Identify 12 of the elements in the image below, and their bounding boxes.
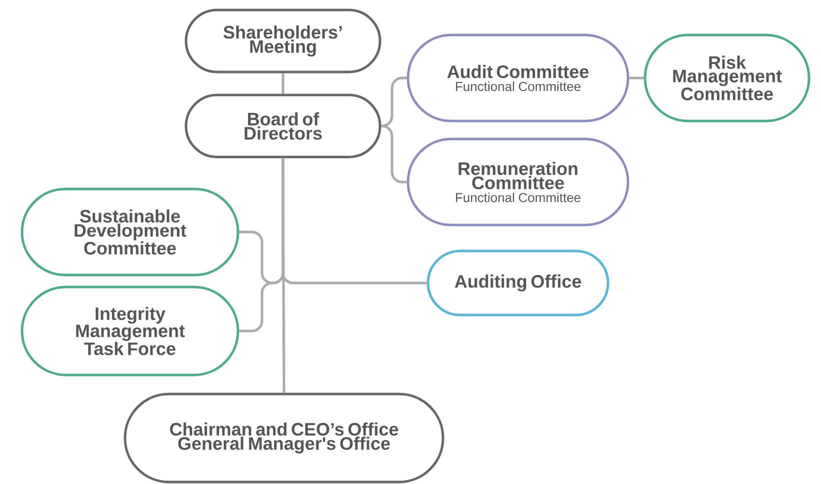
connector — [282, 73, 284, 94]
org-box: Integrity Management Task Force — [20, 286, 240, 376]
org-box: Remuneration Committee Functional Committee — [406, 138, 630, 226]
org-box: Shareholders’ Meeting — [184, 8, 382, 74]
org-box: Auditing Office — [426, 250, 610, 316]
org-box: Chairman and CEO’s Office General Manager's Office — [124, 392, 444, 484]
org-box: Board of Directors — [184, 94, 382, 158]
org-box: Risk Management Committee — [644, 34, 810, 122]
org-box: Audit Committee Functional Committee — [406, 34, 630, 122]
org-box: Sustainable Development Committee — [20, 188, 240, 276]
connector — [239, 158, 284, 332]
connector — [629, 76, 644, 80]
